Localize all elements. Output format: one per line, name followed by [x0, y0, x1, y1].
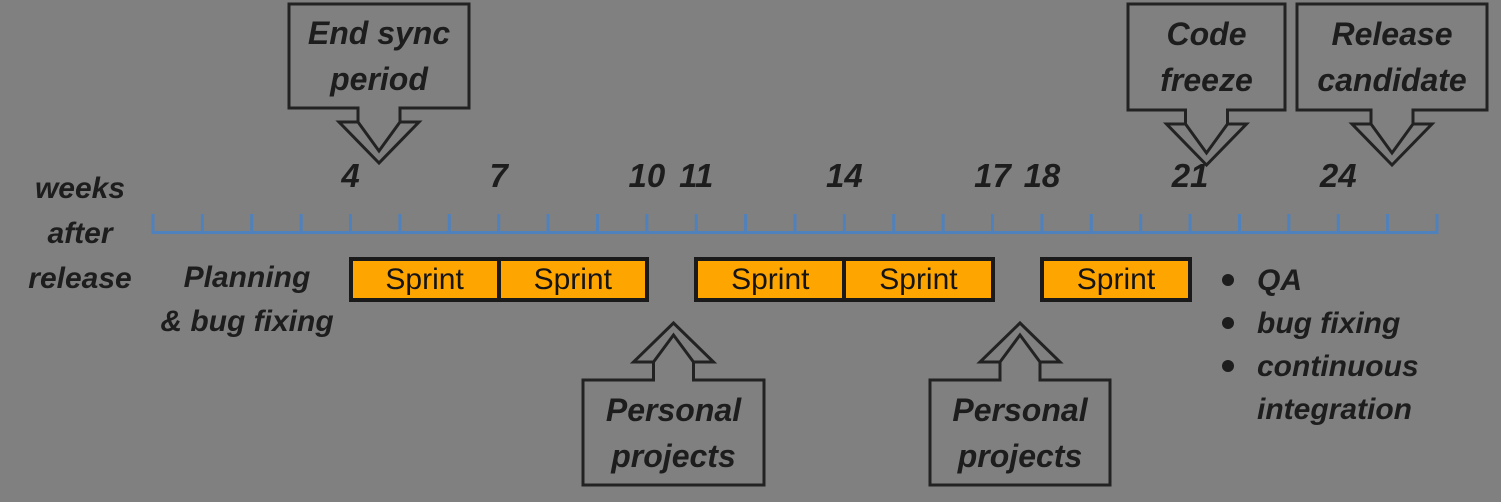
phase-label-line: & bug fixing — [160, 305, 334, 338]
week-tick-label: 24 — [1319, 157, 1357, 194]
sprint-box: Sprint — [694, 257, 847, 302]
week-tick-label: 7 — [489, 157, 508, 194]
callout-label-line: freeze — [1160, 62, 1253, 98]
axis-caption-line: weeks — [34, 172, 126, 205]
bullet-icon — [1222, 274, 1234, 286]
callout-label-line: Personal — [952, 391, 1088, 428]
callout-label-line: period — [330, 61, 428, 97]
list-item-label: continuous integration — [1257, 350, 1419, 426]
sprint-box: Sprint — [348, 257, 501, 302]
callout-label-line: Release — [1331, 16, 1453, 52]
callout-label-line: projects — [611, 437, 736, 474]
callout-label-line: candidate — [1317, 62, 1467, 98]
week-tick-label: 4 — [341, 157, 360, 194]
week-tick-label: 14 — [826, 157, 863, 194]
bullet-icon — [1222, 360, 1234, 372]
callout-code-freeze-label: Code freeze — [1131, 7, 1282, 107]
timeline-tick-marks — [151, 214, 1439, 234]
list-item: QA — [1222, 259, 1482, 302]
week-tick-label: 21 — [1171, 157, 1209, 194]
sprint-box: Sprint — [842, 257, 995, 302]
callout-label-line: End sync — [307, 15, 451, 51]
sprint-box-label: Sprint — [385, 262, 464, 296]
callout-label-line: Code — [1166, 16, 1247, 52]
sprint-box-label: Sprint — [1076, 262, 1156, 296]
callout-label-line: projects — [957, 437, 1083, 474]
sprint-box-label: Sprint — [731, 262, 810, 296]
list-item-label: QA — [1257, 264, 1302, 297]
callout-release-candidate-label: Release candidate — [1300, 7, 1484, 107]
phase-label-line: Planning — [183, 261, 311, 294]
callout-personal-projects-2-label: Personal projects — [933, 383, 1107, 482]
list-item-label: bug fixing — [1257, 307, 1401, 340]
phase-label: Planning & bug fixing — [132, 256, 362, 344]
callout-personal-projects-1-label: Personal projects — [586, 383, 761, 482]
axis-caption: weeks after release — [5, 166, 155, 301]
post-freeze-activity-list: QA bug fixing continuous integration — [1222, 259, 1482, 431]
sprint-box: Sprint — [1039, 257, 1193, 302]
list-item: bug fixing — [1222, 302, 1482, 345]
week-tick-label: 18 — [1023, 157, 1061, 194]
callout-label-line: Personal — [605, 391, 742, 428]
sprint-box: Sprint — [496, 257, 649, 302]
callout-end-sync-label: End sync period — [292, 7, 466, 105]
sprint-box-label: Sprint — [879, 262, 958, 296]
week-tick-label: 10 — [628, 157, 666, 194]
sprint-box-label: Sprint — [533, 262, 612, 296]
week-tick-label: 17 — [974, 157, 1011, 194]
bullet-icon — [1222, 317, 1234, 329]
axis-caption-line: release — [28, 262, 132, 295]
list-item: continuous integration — [1222, 345, 1482, 431]
week-tick-label: 11 — [679, 157, 714, 194]
axis-caption-line: after — [47, 217, 113, 250]
